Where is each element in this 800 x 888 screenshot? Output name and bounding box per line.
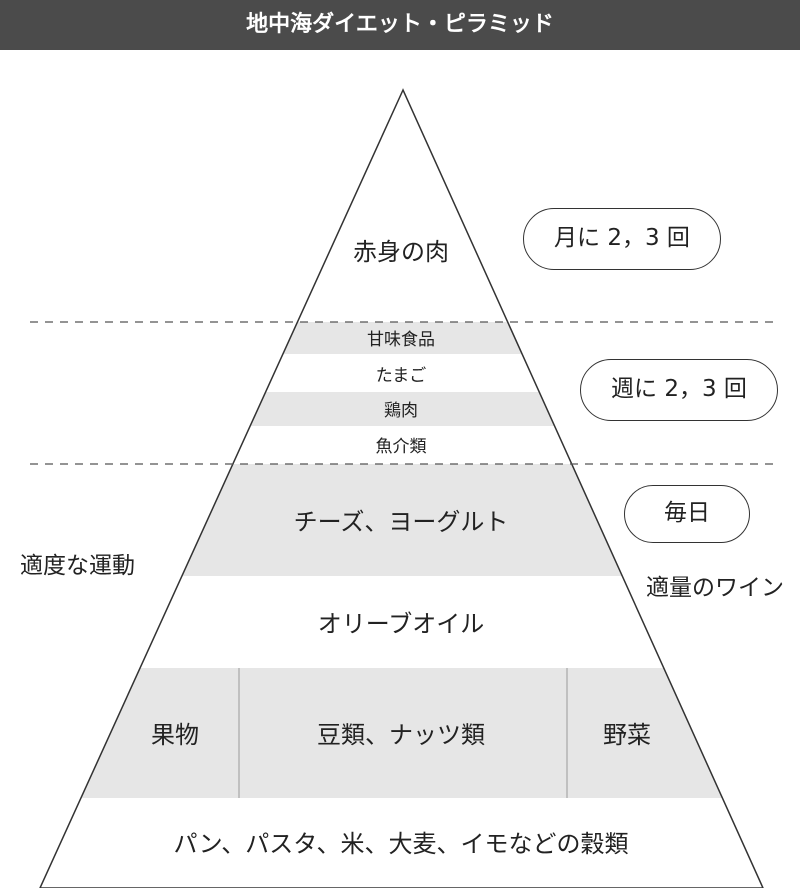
frequency-weekly: 週に 2，3 回 [580,359,778,421]
frequency-weekly-label: 週に 2，3 回 [611,376,747,402]
frequency-daily-label: 毎日 [664,500,710,526]
tier-dairy: チーズ、ヨーグルト [294,508,509,536]
tier-beans-nuts: 豆類、ナッツ類 [317,721,485,749]
tier-poultry: 鶏肉 [384,401,418,421]
tier-fruit: 果物 [151,721,199,749]
band-plants [40,668,763,798]
side-note-exercise: 適度な運動 [20,553,135,579]
page-title: 地中海ダイエット・ピラミッド [0,0,800,50]
tier-olive-oil: オリーブオイル [318,610,485,638]
tier-vegetables: 野菜 [603,721,651,749]
tier-sweets: 甘味食品 [367,330,435,350]
frequency-monthly-label: 月に 2，3 回 [554,225,690,251]
frequency-daily: 毎日 [624,485,750,543]
side-note-wine: 適量のワイン [646,575,784,601]
tier-red-meat: 赤身の肉 [353,238,449,266]
frequency-monthly: 月に 2，3 回 [523,208,721,270]
tier-fish: 魚介類 [376,437,427,457]
tier-grains: パン、パスタ、米、大麦、イモなどの穀類 [173,830,628,858]
tier-eggs: たまご [376,366,427,386]
pyramid-outline [39,88,764,888]
